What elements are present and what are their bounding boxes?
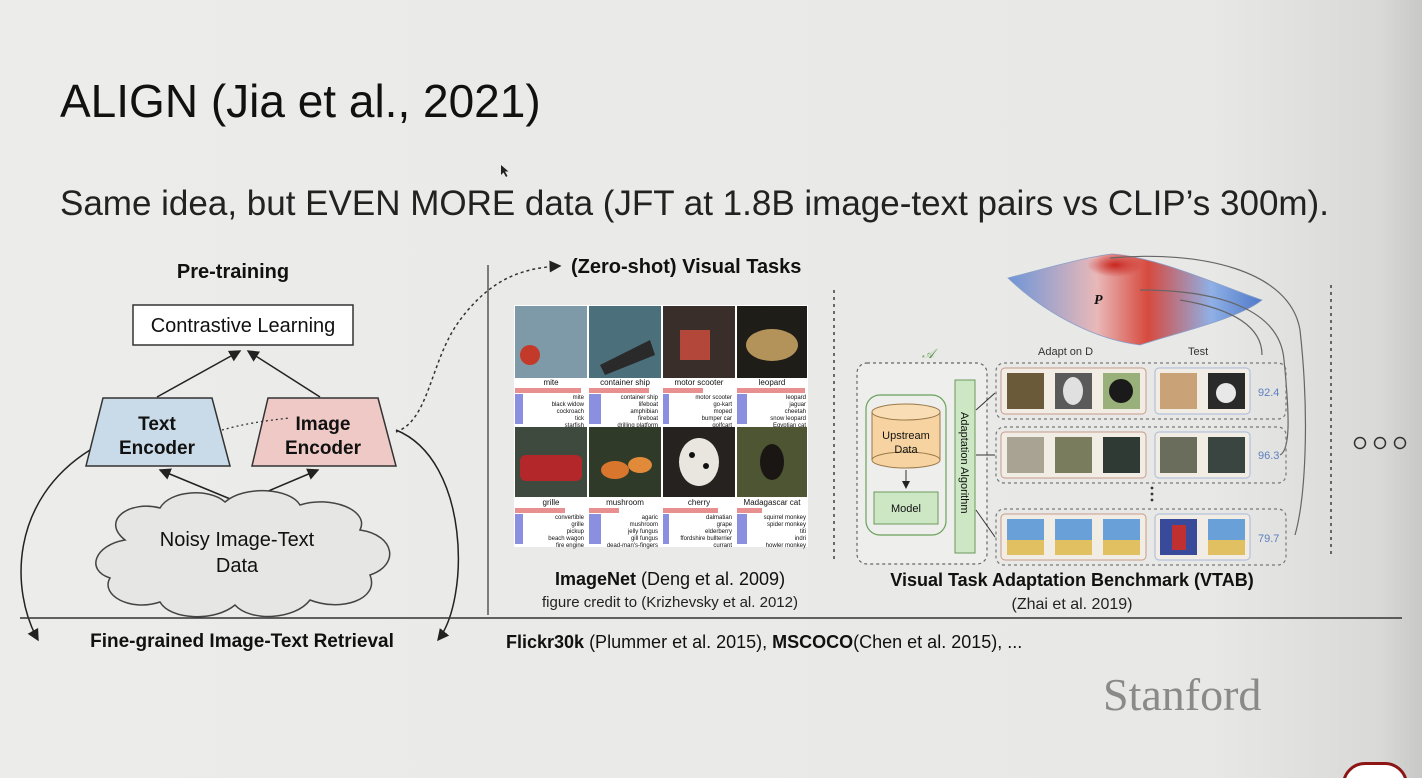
svg-text:titi: titi bbox=[800, 529, 806, 535]
svg-text:indri: indri bbox=[795, 536, 806, 542]
score-row-1: 92.4 bbox=[1258, 387, 1279, 399]
imagenet-caption: ImageNet (Deng et al. 2009) bbox=[555, 569, 785, 589]
svg-text:jaguar: jaguar bbox=[788, 402, 806, 408]
svg-text:bumper car: bumper car bbox=[702, 416, 732, 422]
svg-text:black widow: black widow bbox=[552, 402, 585, 408]
noisy-data-cloud bbox=[95, 490, 391, 618]
svg-text:Upstream: Upstream bbox=[882, 430, 930, 442]
svg-text:convertible: convertible bbox=[555, 515, 585, 521]
svg-text:leopard: leopard bbox=[759, 378, 786, 387]
svg-text:mite: mite bbox=[573, 395, 585, 401]
svg-text:leopard: leopard bbox=[786, 395, 806, 401]
svg-text:cherry: cherry bbox=[688, 498, 710, 507]
svg-text:mushroom: mushroom bbox=[630, 522, 658, 528]
imagenet-figure: mite container ship motor scooter leopar… bbox=[514, 305, 808, 549]
text-encoder-label-2: Encoder bbox=[119, 438, 196, 459]
text-encoder-block bbox=[85, 397, 231, 467]
svg-text:jelly fungus: jelly fungus bbox=[627, 529, 658, 535]
zero-shot-heading: (Zero-shot) Visual Tasks bbox=[571, 256, 801, 278]
svg-text:cockroach: cockroach bbox=[557, 409, 584, 415]
upstream-data-cylinder bbox=[871, 403, 941, 469]
svg-text:squirrel monkey: squirrel monkey bbox=[764, 515, 806, 521]
svg-text:fire engine: fire engine bbox=[556, 543, 585, 549]
svg-text:gill fungus: gill fungus bbox=[631, 536, 658, 542]
image-mite bbox=[515, 306, 587, 378]
mouse-cursor-icon bbox=[500, 164, 510, 183]
svg-text:grille: grille bbox=[571, 522, 584, 528]
svg-text:cheetah: cheetah bbox=[785, 409, 806, 415]
svg-text:pickup: pickup bbox=[567, 529, 585, 535]
svg-text:mite: mite bbox=[543, 378, 559, 387]
svg-text:drilling platform: drilling platform bbox=[617, 423, 658, 429]
svg-text:mushroom: mushroom bbox=[606, 498, 644, 507]
slide-title: ALIGN (Jia et al., 2021) bbox=[60, 75, 541, 127]
cloud-label-2: Data bbox=[216, 555, 259, 577]
image-encoder-label-1: Image bbox=[296, 414, 351, 435]
svg-text:container ship: container ship bbox=[621, 395, 659, 401]
image-encoder-block bbox=[251, 397, 397, 467]
svg-text:dead-man's-fingers: dead-man's-fingers bbox=[607, 543, 658, 549]
vtab-caption: Visual Task Adaptation Benchmark (VTAB) bbox=[890, 570, 1253, 590]
svg-text:beach wagon: beach wagon bbox=[548, 536, 584, 542]
imagenet-credit: figure credit to (Krizhevsky et al. 2012… bbox=[542, 594, 798, 611]
svg-text:currant: currant bbox=[713, 543, 732, 549]
stanford-logo: Stanford bbox=[1103, 669, 1262, 720]
svg-text:Model: Model bbox=[891, 503, 921, 515]
svg-text:ffordshire bullterrier: ffordshire bullterrier bbox=[680, 536, 732, 542]
datasets-line: Flickr30k (Plummer et al. 2015), MSCOCO(… bbox=[506, 632, 1022, 652]
pretraining-heading: Pre-training bbox=[177, 261, 289, 283]
score-row-2: 96.3 bbox=[1258, 450, 1279, 462]
contrastive-learning-label: Contrastive Learning bbox=[151, 315, 336, 337]
slide-subtitle: Same idea, but EVEN MORE data (JFT at 1.… bbox=[60, 184, 1329, 223]
vtab-surface bbox=[1007, 253, 1263, 346]
svg-text:amphibian: amphibian bbox=[630, 409, 658, 415]
test-label: Test bbox=[1188, 346, 1208, 358]
score-row-3: 79.7 bbox=[1258, 533, 1279, 545]
svg-text:moped: moped bbox=[714, 409, 732, 415]
retrieval-label: Fine-grained Image-Text Retrieval bbox=[90, 631, 394, 652]
svg-text:tick: tick bbox=[575, 416, 585, 422]
svg-text:elderberry: elderberry bbox=[705, 529, 732, 535]
cloud-label-1: Noisy Image-Text bbox=[160, 529, 315, 551]
svg-text:container ship: container ship bbox=[600, 378, 650, 387]
svg-text:agaric: agaric bbox=[642, 515, 658, 521]
surface-label: P bbox=[1094, 293, 1103, 308]
more-ellipsis-icon bbox=[1353, 436, 1407, 450]
svg-text:golfcart: golfcart bbox=[712, 423, 732, 429]
svg-text:spider monkey: spider monkey bbox=[767, 522, 806, 528]
svg-text:motor scooter: motor scooter bbox=[675, 378, 724, 387]
svg-text:Adaptation Algorithm: Adaptation Algorithm bbox=[958, 412, 970, 514]
svg-text:go-kart: go-kart bbox=[713, 402, 732, 408]
adapt-on-label: Adapt on D bbox=[1038, 346, 1093, 358]
svg-text:fireboat: fireboat bbox=[638, 416, 658, 422]
svg-text:Data: Data bbox=[894, 444, 918, 456]
svg-text:motor scooter: motor scooter bbox=[695, 395, 732, 401]
svg-text:grape: grape bbox=[717, 522, 733, 528]
svg-text:howler monkey: howler monkey bbox=[766, 543, 806, 549]
contrastive-learning-box bbox=[132, 304, 354, 346]
svg-text:lifeboat: lifeboat bbox=[639, 402, 659, 408]
vtab-citation: (Zhai et al. 2019) bbox=[1012, 596, 1133, 613]
svg-text:Madagascar cat: Madagascar cat bbox=[744, 498, 802, 507]
model-box bbox=[873, 491, 939, 525]
image-encoder-label-2: Encoder bbox=[285, 438, 362, 459]
svg-text:dalmatian: dalmatian bbox=[706, 515, 732, 521]
text-encoder-label-1: Text bbox=[138, 414, 176, 435]
svg-text:grille: grille bbox=[543, 498, 560, 507]
adaptation-algorithm-bar bbox=[954, 379, 976, 554]
svg-text:𝒜: 𝒜 bbox=[922, 346, 938, 361]
svg-text:snow leopard: snow leopard bbox=[770, 416, 806, 422]
svg-text:Egyptian cat: Egyptian cat bbox=[773, 423, 806, 429]
svg-text:starfish: starfish bbox=[565, 423, 584, 429]
